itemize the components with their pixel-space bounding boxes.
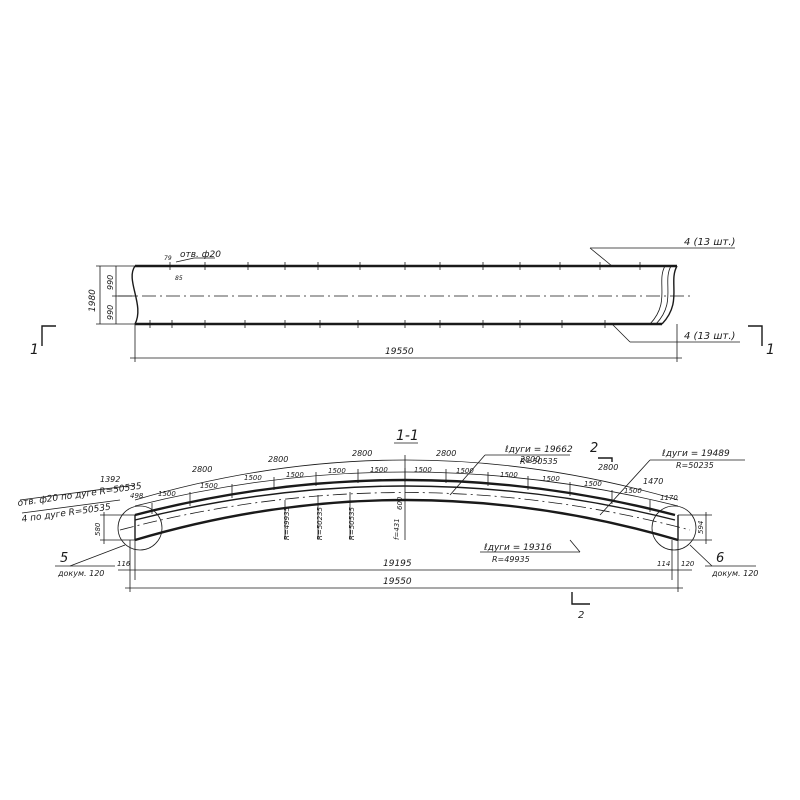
sub-spacing-5: 1500 — [286, 471, 304, 479]
plan-right-break-1 — [661, 265, 678, 325]
radius-2: R=50235 — [316, 506, 324, 540]
arc-top-len: ℓдуги = 19662 — [504, 445, 573, 455]
dim-arc-2800 — [134, 459, 679, 501]
arc-top-r: R=50535 — [520, 457, 558, 466]
height-total: 1980 — [88, 289, 98, 312]
node-right-num: 6 — [716, 551, 724, 566]
right-height: 594 — [697, 521, 705, 534]
chord-total: 19550 — [383, 577, 412, 587]
sub-spacing-12: 1500 — [584, 480, 602, 488]
top-spacing-3: 2800 — [268, 455, 288, 464]
dim-79: 79 — [164, 255, 172, 262]
arc-bottom-chord — [134, 498, 679, 542]
plan-right-break-2 — [655, 265, 672, 325]
section-mark-right-label: 1 — [766, 342, 775, 358]
arc-top-leader — [449, 454, 486, 496]
dim-arc-1500 — [134, 471, 679, 507]
dim-85: 85 — [175, 275, 183, 282]
sub-spacing-2: 1500 — [158, 490, 176, 498]
arc-right-leader — [599, 459, 651, 516]
section-mark-2 — [571, 592, 590, 605]
arc-right-len: ℓдуги = 19489 — [661, 449, 730, 459]
node-left-num: 5 — [60, 551, 68, 566]
dim-116: 116 — [117, 560, 131, 568]
hole-note: отв. ф20 по дуге R=50535 — [17, 482, 143, 509]
radius-3: R=50535 — [348, 506, 356, 540]
section-title: 1-1 — [396, 428, 419, 444]
leader-bottom-label: 4 (13 шт.) — [684, 331, 735, 342]
node-left-circle — [117, 505, 163, 551]
top-spacing-1: 1392 — [100, 475, 120, 484]
plan-length: 19550 — [385, 347, 414, 357]
section-view: 1-1 1392 2800 2800 2800 2800 2800 1470 — [17, 428, 758, 621]
item4-note-line — [21, 499, 121, 514]
sub-spacing-13: 1500 — [624, 487, 642, 495]
node-right-doc: докум. 120 — [711, 569, 758, 578]
dim-120: 120 — [681, 560, 695, 568]
sub-spacing-3: 1500 — [200, 482, 218, 490]
plan-view: отв. ф20 79 85 1980 990 990 19550 4 (13 … — [30, 237, 775, 362]
sub-spacing-10: 1500 — [500, 471, 518, 479]
plan-right-break-3 — [649, 265, 666, 325]
node-left-doc: докум. 120 — [57, 569, 104, 578]
chord-inner: 19195 — [383, 559, 412, 569]
arc-right-r: R=50235 — [676, 461, 714, 470]
top-spacing-2: 2800 — [192, 465, 212, 474]
sub-spacing-1: 498 — [130, 492, 144, 500]
top-spacing-extra: 2800 — [520, 455, 540, 464]
sub-spacing-9: 1500 — [456, 467, 474, 475]
sub-spacing-7: 1500 — [370, 466, 388, 474]
marker-2-line — [598, 457, 613, 462]
hole-note-line — [19, 484, 136, 501]
section-mark-right — [748, 325, 763, 346]
section-mark-left-label: 1 — [30, 342, 39, 358]
top-spacing-5: 2800 — [436, 449, 456, 458]
sub-spacing-11: 1500 — [542, 475, 560, 483]
hole-leader — [175, 257, 195, 263]
arc-bottom-len: ℓдуги = 19316 — [483, 543, 552, 553]
plan-hole-ticks — [149, 262, 641, 328]
top-spacing-6: 2800 — [598, 463, 618, 472]
height-top: 990 — [106, 275, 115, 290]
sub-spacing-6: 1500 — [328, 467, 346, 475]
top-spacing-4: 2800 — [352, 449, 372, 458]
sub-spacing-4: 1500 — [244, 474, 262, 482]
dim-114: 114 — [657, 560, 670, 568]
leader-top-label: 4 (13 шт.) — [684, 237, 735, 248]
top-spacing-7: 1470 — [643, 477, 663, 486]
section-mark-2-label: 2 — [578, 610, 584, 621]
mid-height: 600 — [396, 496, 404, 510]
f-label: f=431 — [393, 518, 401, 540]
sub-spacing-14: 1170 — [660, 494, 678, 502]
sub-spacing-8: 1500 — [414, 466, 432, 474]
height-bottom: 990 — [106, 305, 115, 320]
section-mark-left — [41, 325, 56, 346]
node-right-circle — [651, 505, 697, 551]
arc-bottom-leader — [569, 539, 581, 553]
arc-bottom-r: R=49935 — [492, 555, 530, 564]
plan-left-break — [131, 265, 139, 325]
left-height: 580 — [94, 522, 102, 536]
radius-1: R=49935 — [283, 506, 291, 540]
marker-2: 2 — [590, 441, 598, 456]
hole-label: отв. ф20 — [180, 250, 221, 260]
